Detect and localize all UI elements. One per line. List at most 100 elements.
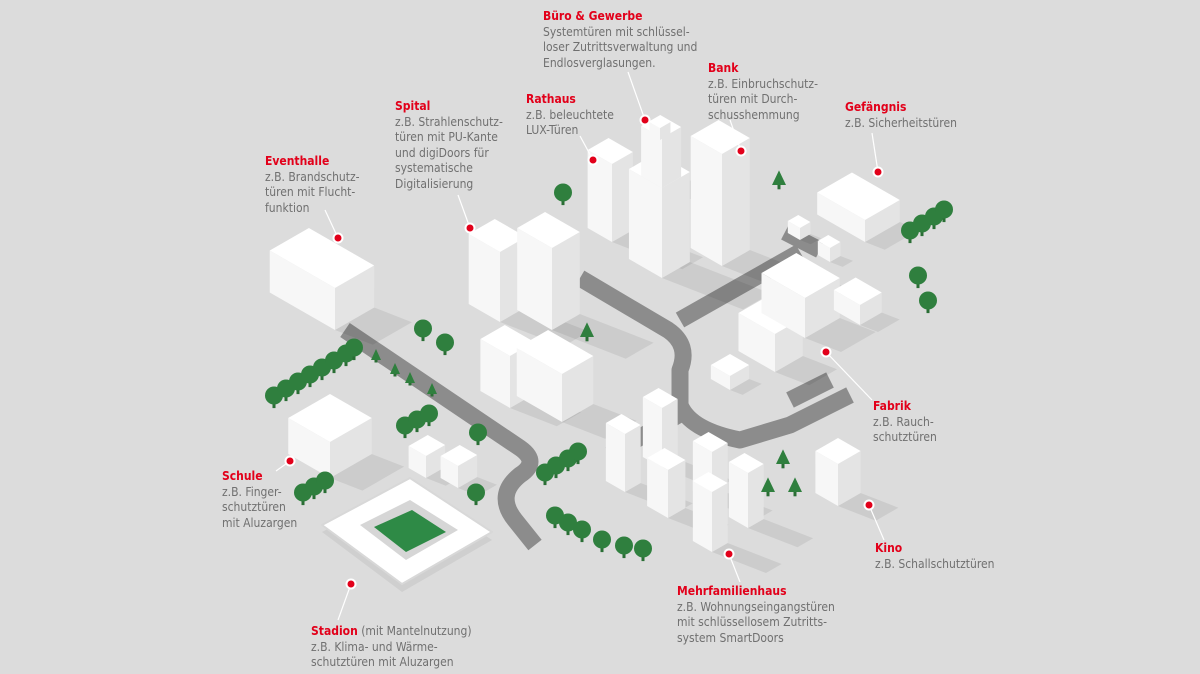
building-face <box>805 278 840 338</box>
callout-title: Gefängnis <box>845 100 907 114</box>
building-face <box>628 169 662 278</box>
building-face <box>761 273 805 338</box>
tree-icon <box>935 200 953 219</box>
callout-title: Büro & Gewerbe <box>543 9 643 23</box>
tree-trunk <box>781 462 785 469</box>
building-face <box>728 462 748 528</box>
tree-icon <box>573 520 591 539</box>
stadium <box>321 477 493 592</box>
tree-trunk <box>393 372 397 377</box>
callout-title: Kino <box>875 541 903 555</box>
road <box>781 224 824 258</box>
building-face <box>748 464 764 528</box>
building-roof <box>517 212 580 248</box>
callout-text: z.B. Schallschutztüren <box>875 556 995 571</box>
callout-text: LUX-Türen <box>526 123 579 137</box>
callout-title: Schule <box>222 469 263 483</box>
callout-text: systematische <box>395 161 473 175</box>
tree-icon <box>615 536 633 555</box>
marker-dot <box>822 348 830 356</box>
building-face <box>641 126 662 188</box>
callout-text: z.B. Rauch- <box>873 414 934 429</box>
building-face <box>562 356 594 422</box>
building-roof <box>815 438 861 464</box>
tree-icon <box>554 183 572 202</box>
callout-title: Eventhalle <box>265 154 330 168</box>
building-face <box>710 365 730 390</box>
marker-dot <box>286 457 294 465</box>
building-roof <box>468 219 527 252</box>
callout-text: türen mit Durch- <box>708 92 798 106</box>
callout-text: z.B. Wohnungseingangstüren <box>677 599 835 614</box>
callout-text: z.B. Brandschutz- <box>265 169 360 184</box>
building-shadow <box>730 379 762 395</box>
building-face <box>838 451 861 506</box>
tree-icon <box>569 442 587 461</box>
building-shadow <box>712 543 782 573</box>
building-roof <box>408 435 446 456</box>
building-roof <box>690 120 750 154</box>
callout-text: z.B. beleuchtete <box>526 107 614 122</box>
building-face <box>722 138 750 266</box>
tree-trunk <box>374 358 378 363</box>
callout-title: Bank <box>708 61 739 75</box>
callout-text: z.B. Klima- und Wärme- <box>311 639 438 654</box>
callout-text: z.B. Einbruchschutz- <box>708 76 818 91</box>
building-roof <box>269 228 375 288</box>
building-face <box>860 292 882 325</box>
callout-text: Digitalisierung <box>395 176 474 191</box>
tree-trunk <box>585 335 589 342</box>
callout-gefaengnis: Gefängnis z.B. Sicherheitstüren <box>845 100 957 131</box>
building-roof <box>728 453 764 473</box>
building-face <box>692 481 712 552</box>
tree-icon <box>580 322 594 337</box>
callout-text: z.B. Strahlenschutz- <box>395 114 503 129</box>
building-face <box>605 423 625 492</box>
tree-icon <box>761 477 775 492</box>
building-shadow <box>330 454 405 491</box>
building-face <box>516 348 562 422</box>
tree-trunk <box>777 183 781 190</box>
building-roof <box>761 253 840 298</box>
marker-dot <box>641 116 649 124</box>
building-face <box>587 150 612 242</box>
callout-title: Mehrfamilienhaus <box>677 584 787 598</box>
tree-trunk <box>766 490 770 497</box>
building-face <box>865 200 900 242</box>
callout-eventhalle: Eventhalle z.B. Brandschutz- türen mit F… <box>265 154 360 216</box>
building-roof <box>605 414 641 434</box>
callout-text: mit Aluzargen <box>222 515 298 530</box>
building-shadow <box>830 256 854 267</box>
callout-kino: Kino z.B. Schallschutztüren <box>875 541 994 572</box>
callout-text: schutztüren mit Aluzargen <box>311 655 454 669</box>
callout-rathaus: Rathaus z.B. beleuchtete LUX-Türen <box>526 92 614 139</box>
callout-title: Fabrik <box>873 399 911 413</box>
building-face <box>335 265 375 330</box>
building-face <box>440 456 458 488</box>
building-shadow <box>500 307 590 347</box>
callout-bank: Bank z.B. Einbruchschutz- türen mit Durc… <box>708 61 818 123</box>
marker-dot <box>589 156 597 164</box>
callout-text: schutztüren <box>873 430 937 444</box>
marker-dot <box>865 501 873 509</box>
callout-spital: Spital z.B. Strahlenschutz- türen mit PU… <box>395 99 503 192</box>
building-face <box>830 242 841 262</box>
building-face <box>800 222 811 240</box>
callout-text: türen mit Flucht- <box>265 185 356 199</box>
callout-text: Endlosverglasungen. <box>543 55 656 70</box>
tree-icon <box>345 338 363 357</box>
tree-icon <box>405 372 415 383</box>
building-face <box>787 221 800 240</box>
marker-dot <box>725 550 733 558</box>
building-shadow <box>800 234 822 245</box>
building-face <box>662 127 682 188</box>
building-roof <box>516 330 594 374</box>
callout-subtitle: (mit Mantelnutzung) <box>357 624 472 638</box>
building-face <box>668 460 686 518</box>
trees <box>265 170 953 562</box>
callout-text: z.B. Finger- <box>222 484 282 499</box>
building-face <box>480 339 510 408</box>
building-shadow <box>748 519 814 548</box>
building-face <box>815 451 838 506</box>
